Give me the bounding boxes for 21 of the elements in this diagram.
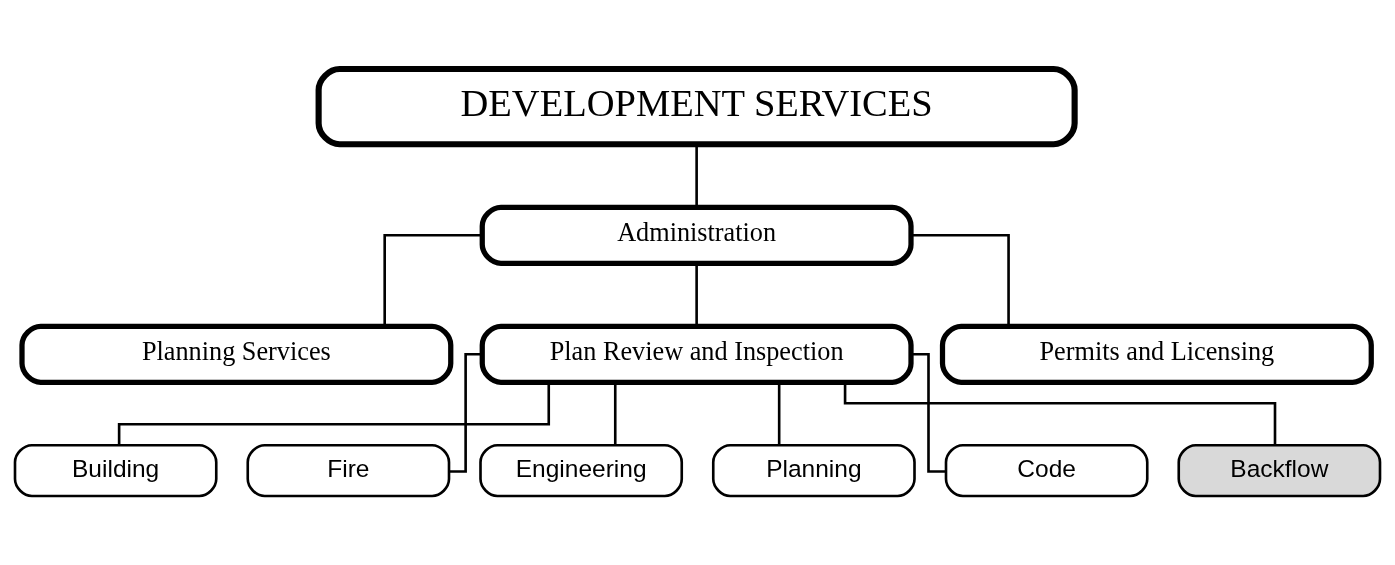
connector xyxy=(613,382,617,446)
connector xyxy=(911,233,1010,327)
connector xyxy=(695,144,698,207)
connector xyxy=(117,382,551,445)
node-box: Permits and Licensing xyxy=(939,323,1374,385)
node-box: Planning Services xyxy=(19,323,454,385)
connector xyxy=(777,382,781,446)
node-box: Plan Review and Inspection xyxy=(479,323,914,385)
connector xyxy=(695,263,698,326)
connector xyxy=(911,352,946,473)
connector xyxy=(843,382,1277,445)
node-box: DEVELOPMENT SERVICES xyxy=(315,65,1078,148)
node-box: Code xyxy=(944,443,1149,498)
connector xyxy=(383,233,482,327)
node-box: Planning xyxy=(711,443,916,498)
node-box: Fire xyxy=(246,443,451,498)
node-box: Backflow xyxy=(1177,443,1382,498)
node-box: Administration xyxy=(479,204,914,266)
node-box: Building xyxy=(13,443,218,498)
connector xyxy=(449,352,483,473)
node-box: Engineering xyxy=(479,443,684,498)
